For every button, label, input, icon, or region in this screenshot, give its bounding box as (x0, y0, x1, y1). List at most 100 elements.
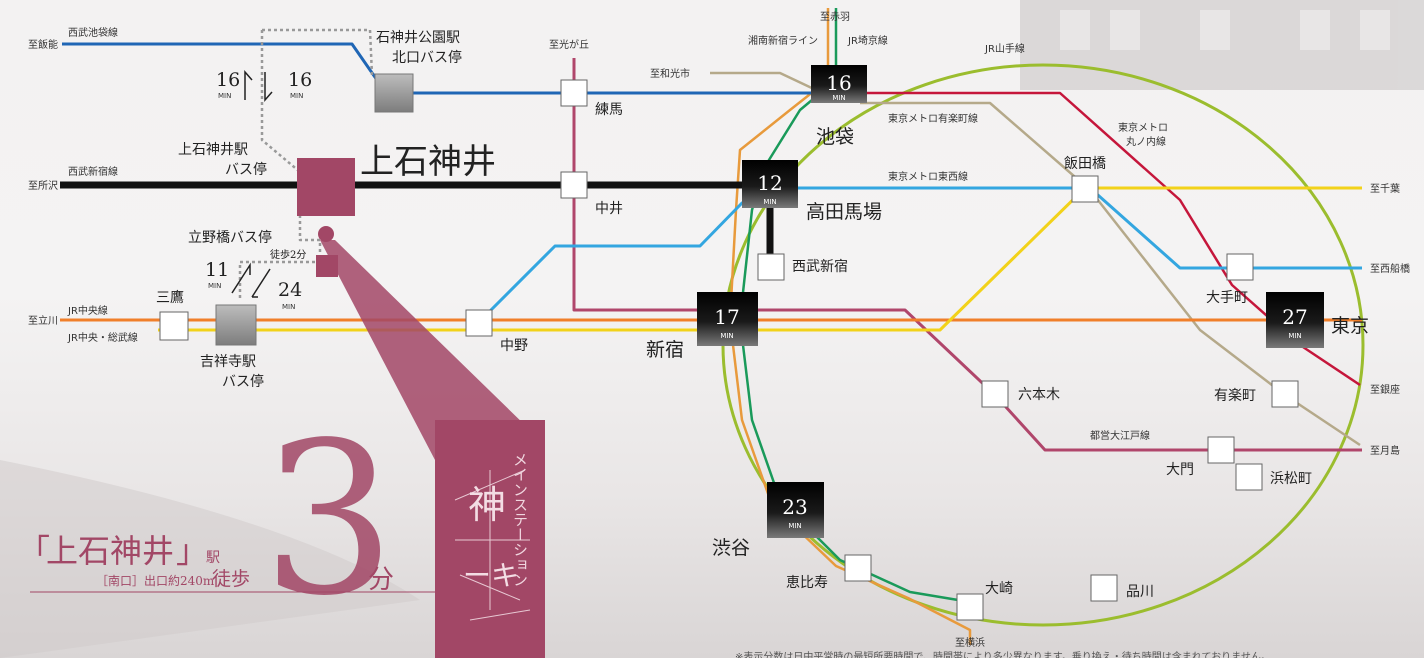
svg-text:至飯能: 至飯能 (28, 38, 58, 51)
svg-text:池袋: 池袋 (816, 126, 854, 148)
svg-text:恵比寿: 恵比寿 (786, 574, 828, 591)
station-marker-iidabashi (1071, 175, 1099, 203)
svg-text:北口バス停: 北口バス停 (392, 49, 462, 66)
shonan-line (728, 8, 972, 645)
station-markers (159, 79, 1299, 621)
svg-text:JR中央・総武線: JR中央・総武線 (67, 331, 138, 344)
svg-text:至赤羽: 至赤羽 (820, 11, 850, 23)
svg-text:MIN: MIN (720, 332, 733, 340)
svg-text:JR中央線: JR中央線 (67, 304, 108, 317)
svg-text:至月島: 至月島 (1370, 444, 1400, 457)
station-marker-tatenobashi (318, 226, 334, 242)
svg-text:至横浜: 至横浜 (955, 636, 985, 649)
time-box-tokyo: 27 MIN (1266, 292, 1324, 348)
svg-text:至立川: 至立川 (28, 314, 58, 327)
bus-route-tateno (238, 215, 322, 300)
svg-text:至銀座: 至銀座 (1370, 383, 1400, 396)
station-marker-otemachi (1226, 253, 1254, 281)
svg-text:中井: 中井 (595, 201, 623, 217)
svg-text:渋谷: 渋谷 (712, 537, 750, 559)
svg-text:大崎: 大崎 (985, 581, 1013, 597)
svg-text:東京メトロ: 東京メトロ (1118, 121, 1168, 134)
svg-text:西武新宿: 西武新宿 (792, 258, 848, 275)
svg-text:バス停: バス停 (225, 161, 267, 178)
svg-text:」: 」 (176, 532, 208, 570)
svg-text:ーキ: ーキ (463, 559, 519, 592)
svg-text:11: 11 (205, 259, 229, 281)
svg-text:六本木: 六本木 (1018, 387, 1060, 403)
time-box-shibuya: 23 MIN (767, 482, 824, 538)
svg-text:MIN: MIN (1288, 332, 1301, 340)
time-ikebukuro: 16 (826, 71, 851, 95)
seibu-ikebukuro-line (62, 42, 820, 95)
svg-text:MIN: MIN (763, 198, 776, 206)
time-box-ikebukuro: 16 MIN (811, 65, 867, 103)
svg-text:徒歩: 徒歩 (212, 568, 250, 590)
svg-text:浜松町: 浜松町 (1270, 471, 1312, 487)
time-shinjuku: 17 (714, 305, 739, 329)
station-marker-shinagawa (1090, 574, 1118, 602)
background-building (1020, 0, 1424, 90)
footnote: ※表示分数は日中平常時の最短所要時間で、時間帯により多少異なります。乗り換え・待… (735, 652, 1271, 658)
svg-text:徒歩2分: 徒歩2分 (270, 248, 306, 261)
svg-text:至千葉: 至千葉 (1370, 182, 1400, 195)
svg-text:大門: 大門 (1166, 462, 1194, 478)
bus-times-shakujii: 16 MIN 16 MIN (216, 69, 312, 102)
svg-text:16: 16 (216, 69, 240, 91)
background-mist (0, 460, 420, 658)
svg-text:MIN: MIN (832, 94, 845, 102)
svg-text:上石神井駅: 上石神井駅 (178, 142, 248, 158)
sobu-line (158, 186, 1362, 332)
station-marker-daimon (1207, 436, 1235, 464)
svg-text:東京メトロ東西線: 東京メトロ東西線 (888, 170, 968, 183)
svg-text:MIN: MIN (788, 522, 801, 530)
svg-text:立野橋バス停: 立野橋バス停 (188, 229, 272, 246)
svg-text:MIN: MIN (218, 92, 231, 100)
svg-text:東京: 東京 (1331, 315, 1369, 337)
time-tokyo: 27 (1282, 305, 1307, 329)
svg-text:分: 分 (368, 565, 394, 595)
svg-text:メインステーション: メインステーション (511, 452, 529, 587)
station-marker-nakai (560, 171, 588, 199)
svg-text:大手町: 大手町 (1206, 290, 1248, 306)
station-marker-roppongi (981, 380, 1009, 408)
svg-text:JR埼京線: JR埼京線 (847, 34, 888, 47)
svg-text:JR山手線: JR山手線 (984, 42, 1025, 55)
station-marker-shakujii-koen (374, 73, 414, 113)
svg-text:丸ノ内線: 丸ノ内線 (1126, 135, 1166, 148)
svg-text:［南口］出口約240m: ［南口］出口約240m (96, 573, 215, 588)
svg-text:西武池袋線: 西武池袋線 (68, 26, 118, 39)
svg-text:石神井公園駅: 石神井公園駅 (376, 30, 460, 46)
svg-text:16: 16 (288, 69, 312, 91)
station-marker-seibushinjuku (757, 253, 785, 281)
station-marker-nerima (560, 79, 588, 107)
bus-route-shakujii (260, 28, 374, 173)
station-marker-hamamatsucho (1235, 463, 1263, 491)
svg-text:東京メトロ有楽町線: 東京メトロ有楽町線 (888, 112, 978, 125)
station-marker-osaki (956, 593, 984, 621)
time-shibuya: 23 (782, 495, 807, 519)
svg-text:神: 神 (468, 483, 506, 527)
svg-text:品川: 品川 (1126, 584, 1154, 600)
svg-text:三鷹: 三鷹 (156, 290, 184, 306)
banner-text: メインステーション 神 ーキ (463, 452, 529, 592)
svg-text:至和光市: 至和光市 (650, 67, 690, 80)
time-takadanobaba: 12 (757, 171, 782, 195)
svg-text:駅: 駅 (206, 550, 220, 566)
time-box-takadanobaba: 12 MIN (742, 160, 798, 208)
svg-text:MIN: MIN (282, 303, 295, 311)
svg-text:都営大江戸線: 都営大江戸線 (1090, 429, 1150, 442)
station-marker-mitaka (159, 311, 189, 341)
svg-text:西武新宿線: 西武新宿線 (68, 165, 118, 178)
svg-text:バス停: バス停 (222, 373, 264, 390)
station-marker-nakano (465, 309, 493, 337)
svg-text:新宿: 新宿 (646, 339, 684, 361)
headline: 「 上石神井 」 駅 ［南口］出口約240m 徒歩 3 分 (18, 397, 436, 642)
destination-labels: 至飯能 至所沢 至立川 至赤羽 至光が丘 至和光市 至千葉 至西船橋 至銀座 至… (28, 11, 1410, 649)
station-marker-kamishakujii (297, 158, 355, 216)
walk-minutes: 3 (262, 397, 396, 642)
banner-deco (454, 469, 531, 621)
svg-text:MIN: MIN (290, 92, 303, 100)
svg-text:吉祥寺駅: 吉祥寺駅 (200, 354, 256, 370)
